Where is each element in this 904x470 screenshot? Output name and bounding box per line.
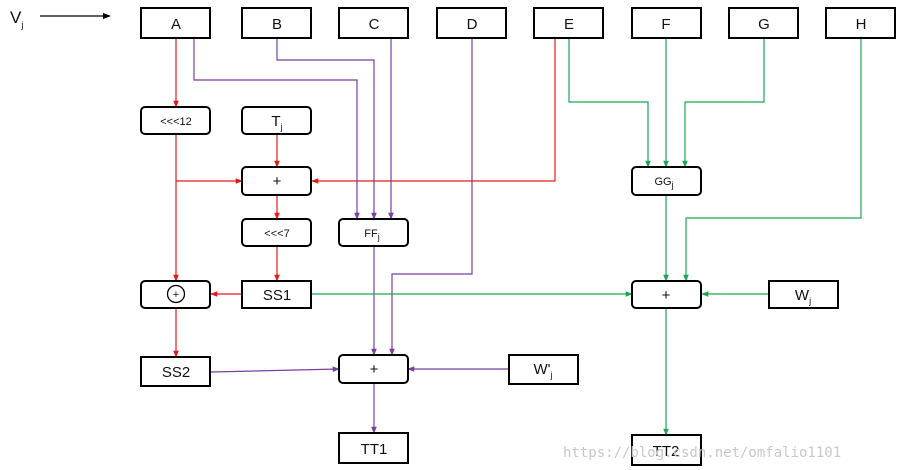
ss1-label: SS1: [263, 287, 291, 304]
rotate12-label: <<<12: [160, 116, 192, 128]
register-a-label: A: [171, 16, 181, 33]
tj-box: [241, 106, 312, 135]
add3-label: +: [662, 287, 671, 304]
rotate7-label: <<<7: [264, 228, 289, 240]
register-d-box: [436, 7, 507, 39]
register-c-label: C: [369, 16, 380, 33]
edge-d-to-add2: [389, 38, 473, 356]
register-a-box: [140, 7, 211, 39]
tt2-label: TT2: [653, 443, 680, 460]
edge-e-to-add1: [311, 38, 556, 184]
add2-box: [338, 354, 409, 384]
register-h-box: [825, 7, 896, 39]
tt1-label: TT1: [361, 441, 388, 458]
ggj-box: [631, 166, 702, 196]
register-b-box: [241, 7, 312, 39]
edge-b-to-ff: [276, 38, 377, 220]
xor-circle-icon: [166, 284, 186, 304]
tt2-box: [631, 434, 702, 466]
register-h-label: H: [856, 16, 867, 33]
edge-rot12-to-add1: [175, 134, 243, 184]
ss2-label: SS2: [162, 364, 190, 381]
wj-box: [768, 280, 839, 309]
wpj-box: [508, 354, 579, 385]
register-e-label: E: [564, 16, 574, 33]
ss1-box: [241, 280, 312, 309]
rotate7-box: [241, 218, 312, 247]
xor-box: [140, 280, 211, 309]
edge-g-to-gg: [682, 38, 765, 168]
wpj-label: W'j: [533, 361, 552, 380]
register-f-label: F: [661, 16, 670, 33]
rotate12-box: [140, 106, 211, 135]
register-c-box: [338, 7, 409, 39]
watermark: https://blog.csdn.net/omfalio1101: [563, 445, 841, 461]
register-f-box: [631, 7, 702, 39]
register-b-label: B: [272, 16, 282, 33]
ffj-box: [338, 218, 409, 247]
edge-ss2-to-add2: [210, 366, 340, 373]
add1-label: +: [273, 173, 282, 190]
register-e-box: [533, 7, 604, 39]
input-label: Vj: [10, 8, 23, 30]
register-d-label: D: [467, 16, 478, 33]
register-g-box: [728, 7, 799, 39]
add2-label: +: [370, 361, 379, 378]
wj-label: Wj: [795, 287, 811, 306]
tt1-box: [338, 432, 409, 464]
tj-label: Tj: [271, 113, 282, 132]
ffj-label: FFj: [364, 228, 379, 242]
edge-a-to-ff: [193, 38, 360, 220]
edge-h-to-add3: [683, 38, 862, 282]
ss2-box: [140, 356, 211, 387]
add1-box: [241, 166, 312, 196]
xor-label: +: [173, 289, 179, 301]
ggj-label: GGj: [654, 176, 673, 190]
register-g-label: G: [758, 16, 770, 33]
edge-e-to-gg: [568, 38, 651, 168]
add3-box: [631, 280, 702, 309]
